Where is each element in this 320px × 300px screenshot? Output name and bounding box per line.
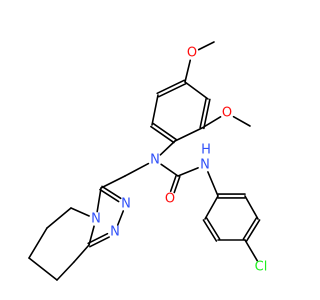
bond-C17-N3 <box>96 187 102 213</box>
bond-C12-C13 <box>242 217 261 242</box>
atom-o3: O <box>165 192 175 207</box>
bond-C5-C6 <box>174 127 203 142</box>
bond-line <box>202 219 218 242</box>
bond-line <box>46 207 72 229</box>
atom-o1: O <box>187 46 197 61</box>
atom-label: H <box>201 143 211 158</box>
bond-line <box>177 167 199 177</box>
bond-line <box>150 125 175 144</box>
atom-cl: Cl <box>255 260 268 275</box>
bond-line <box>28 257 58 281</box>
bond-C16-C17 <box>100 175 126 189</box>
atom-n3: N <box>91 212 101 227</box>
bond-line <box>184 59 192 83</box>
bond-line <box>201 116 222 129</box>
bond-C5-N1 <box>159 140 176 156</box>
bond-line <box>204 195 219 220</box>
bond-C21-C22 <box>28 257 58 281</box>
atom-label: O <box>222 106 232 121</box>
bond-C10-C11 <box>217 193 246 199</box>
atom-label: N <box>110 225 120 240</box>
bond-line <box>199 97 207 129</box>
bond-N5-C18 <box>87 232 110 248</box>
bond-line <box>99 188 120 203</box>
bond-C19-C20 <box>46 207 72 229</box>
bond-line <box>156 79 185 95</box>
bond-line <box>87 232 109 245</box>
atom-label: N <box>150 153 160 168</box>
bond-C17-N4 <box>99 185 122 203</box>
bond-C6-O2 <box>201 116 222 129</box>
bond-C9-O3 <box>169 174 181 194</box>
bond-O1-C2 <box>184 59 192 83</box>
atom-n5: N <box>110 225 120 240</box>
bond-C2-C3 <box>156 79 187 98</box>
bond-line <box>203 98 211 130</box>
atom-label: O <box>165 192 175 207</box>
atom-n1: N <box>150 153 160 168</box>
bond-line <box>28 227 48 259</box>
atom-label: N <box>91 212 101 227</box>
bond-N1-C16 <box>124 162 150 177</box>
bond-line <box>96 187 102 213</box>
bond-line <box>151 94 159 126</box>
bond-line <box>160 163 179 177</box>
atom-n2: N <box>200 158 210 173</box>
bond-line <box>174 127 203 142</box>
bond-line <box>207 171 219 197</box>
bond-line <box>70 207 90 217</box>
bond-line <box>173 175 181 194</box>
atom-label: O <box>187 46 197 61</box>
atom-h2: H <box>201 143 211 158</box>
bond-line <box>159 140 176 156</box>
bond-C22-C23 <box>56 261 75 281</box>
bond-line <box>169 174 178 193</box>
bond-line <box>197 41 215 51</box>
bond-C1-O1 <box>197 41 215 51</box>
bond-line <box>116 210 125 226</box>
bonds-layer <box>28 41 261 281</box>
bond-line <box>245 219 261 242</box>
bond-C23-C18 <box>73 244 90 263</box>
bond-line <box>184 81 209 100</box>
bond-line <box>158 82 187 98</box>
atom-n4: N <box>121 197 131 212</box>
bond-line <box>124 162 150 177</box>
bond-N1-C9 <box>160 163 179 177</box>
bond-line <box>152 122 177 141</box>
bond-C11-C12 <box>244 195 259 220</box>
bond-N2-C10 <box>207 171 219 197</box>
bond-C3-C4 <box>151 94 159 126</box>
bond-C14-C15 <box>202 217 221 242</box>
bond-C13-Cl <box>244 239 258 262</box>
bond-C6-C7 <box>199 97 211 130</box>
atom-label: Cl <box>255 260 268 275</box>
bond-O2-C8 <box>232 115 251 127</box>
bond-line <box>56 261 75 281</box>
bond-line <box>73 244 90 263</box>
bond-line <box>89 236 110 248</box>
bond-line <box>205 217 221 240</box>
bond-C7-C2 <box>184 81 209 100</box>
bond-line <box>100 175 126 189</box>
bond-line <box>232 115 251 127</box>
bond-C18-N3 <box>88 225 95 246</box>
atom-label: N <box>200 158 210 173</box>
bond-line <box>244 195 259 220</box>
bond-line <box>101 185 122 200</box>
bond-N3-C19 <box>70 207 90 217</box>
bond-line <box>88 225 95 246</box>
bond-C15-C10 <box>204 195 219 220</box>
bond-C4-C5 <box>150 122 177 144</box>
bond-C9-N2 <box>177 167 199 177</box>
bond-line <box>244 239 258 262</box>
bond-N4-N5 <box>116 210 125 226</box>
atom-label: N <box>121 197 131 212</box>
bond-C20-C21 <box>28 227 48 259</box>
bond-line <box>242 217 258 240</box>
atom-o2: O <box>222 106 232 121</box>
